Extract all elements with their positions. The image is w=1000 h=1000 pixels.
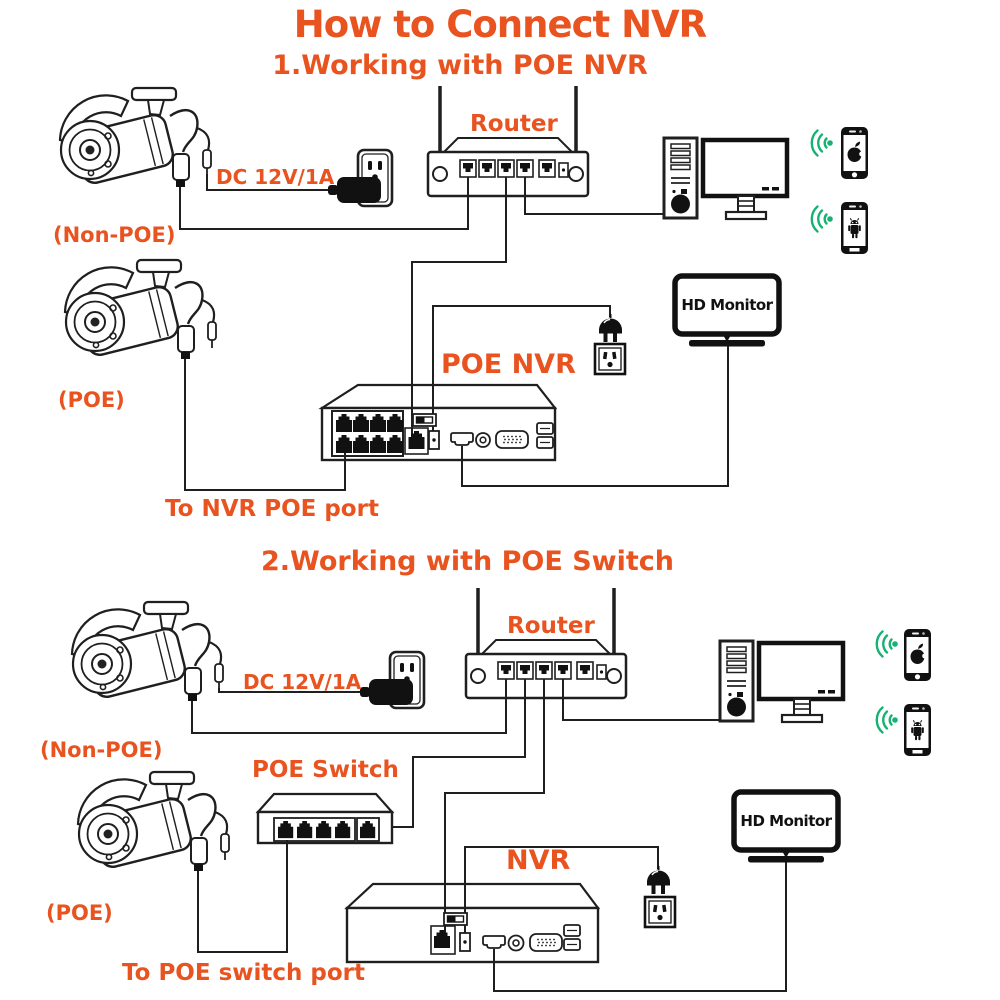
power-outlet-icon-2 [643, 895, 677, 929]
router-label-1: Router [470, 111, 558, 137]
desktop-computer-icon-2 [720, 641, 843, 722]
dc-power-label-1: DC 12V/1A [216, 165, 335, 189]
to-poe-switch-port-label: To POE switch port [122, 960, 366, 986]
power-outlet-icon-1 [593, 342, 627, 376]
poe-switch-icon [273, 817, 380, 842]
dc-in-port [428, 430, 440, 450]
dc-adapter-icon-2 [360, 679, 413, 705]
android-phone-icon-2 [904, 704, 931, 756]
cables [179, 174, 787, 992]
hd-monitor-text-2: HD Monitor [740, 812, 832, 830]
nvr-label: NVR [506, 845, 571, 876]
hd-monitor-text-1: HD Monitor [681, 296, 773, 314]
poe-label-1: (POE) [58, 388, 125, 412]
poe-nvr-label: POE NVR [441, 349, 576, 380]
to-nvr-poe-port-label: To NVR POE port [165, 496, 379, 522]
nvr-recorder-icon [430, 912, 581, 955]
bullet-camera-icon-poe-1 [63, 258, 218, 361]
wifi-signal-icon-1 [810, 129, 834, 157]
dc-adapter-icon-1 [328, 177, 381, 203]
power-plug-icon-2 [646, 865, 671, 895]
wifi-signal-icon-2 [810, 205, 834, 233]
power-switch [412, 413, 437, 427]
non-poe-label-1: (Non-POE) [53, 223, 176, 247]
bullet-camera-icon-poe-2 [76, 770, 231, 873]
poe-label-2: (POE) [46, 901, 113, 925]
desktop-computer-icon-1 [664, 138, 787, 219]
dc-in-port [459, 932, 471, 952]
non-poe-label-2: (Non-POE) [40, 738, 163, 762]
bullet-camera-icon-nonpoe-1 [58, 86, 213, 189]
section1-heading: 1.Working with POE NVR [272, 50, 648, 81]
page-title: How to Connect NVR [293, 3, 707, 46]
poe-switch-label: POE Switch [252, 757, 399, 783]
router-label-2: Router [507, 613, 595, 639]
nvr-body [344, 882, 601, 964]
power-switch [443, 912, 468, 926]
nvr-recorder-icon-poe [331, 410, 554, 457]
wifi-router-icon-1 [428, 86, 588, 196]
wifi-signal-icon-3 [875, 630, 899, 658]
bullet-camera-icon-nonpoe-2 [70, 600, 225, 703]
section2-heading: 2.Working with POE Switch [261, 546, 674, 577]
android-phone-icon-1 [841, 202, 868, 254]
iphone-icon-2 [904, 629, 931, 681]
wifi-router-icon-2 [466, 588, 626, 698]
wifi-signal-icon-4 [875, 706, 899, 734]
iphone-icon-1 [841, 127, 868, 179]
dc-power-label-2: DC 12V/1A [243, 670, 362, 694]
power-plug-icon-1 [598, 313, 623, 343]
